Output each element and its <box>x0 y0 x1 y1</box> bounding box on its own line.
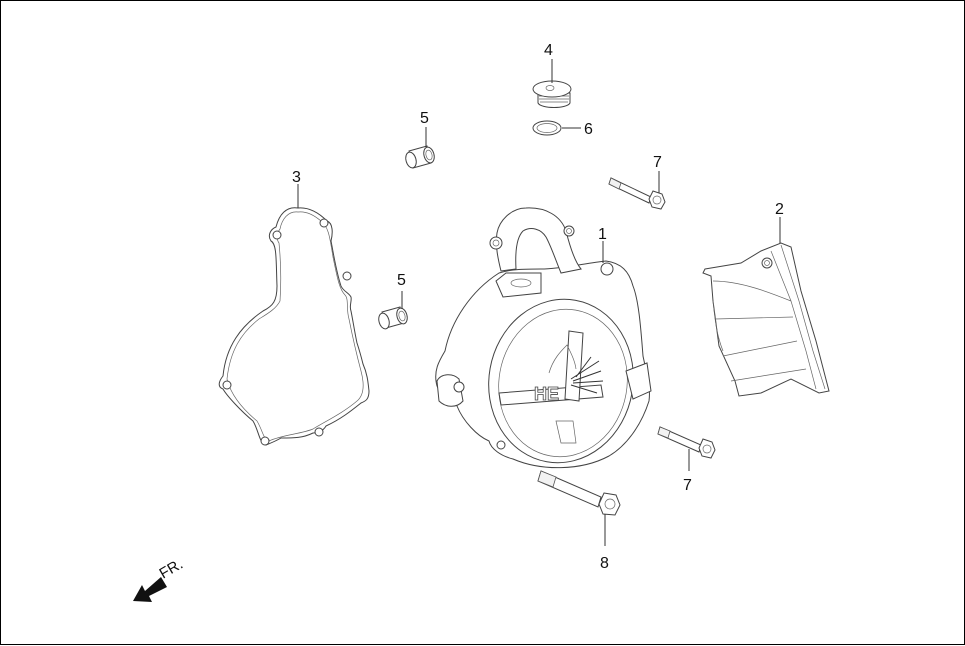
arrow-front-icon <box>133 577 167 602</box>
o-ring-part-6: 6 <box>532 120 593 138</box>
callout-6: 6 <box>584 121 593 138</box>
crankcase-cover-part-1: HE 1 <box>435 207 652 469</box>
bolt-part-8: 8 <box>537 470 621 572</box>
cover-logo: HE <box>534 384 559 404</box>
bolt-part-7-lower: 7 <box>657 426 716 494</box>
cover-trim-part-2: 2 <box>702 201 830 397</box>
callout-5-upper: 5 <box>420 110 429 127</box>
dowel-pin-part-5-lower: 5 <box>378 272 408 330</box>
callout-7-lower: 7 <box>683 477 692 494</box>
callout-5-lower: 5 <box>397 272 406 289</box>
callout-8: 8 <box>600 555 609 572</box>
callout-7-upper: 7 <box>653 154 662 171</box>
bolt-part-7-upper: 7 <box>608 154 666 210</box>
plug-part-4: 4 <box>532 42 572 108</box>
callout-3: 3 <box>292 169 301 186</box>
callout-4: 4 <box>544 42 553 59</box>
dowel-pin-part-5-upper: 5 <box>405 110 435 169</box>
front-direction-indicator: FR. <box>133 556 186 602</box>
callout-1: 1 <box>598 226 607 243</box>
gasket-part-3: 3 <box>218 169 370 446</box>
callout-2: 2 <box>775 201 784 218</box>
